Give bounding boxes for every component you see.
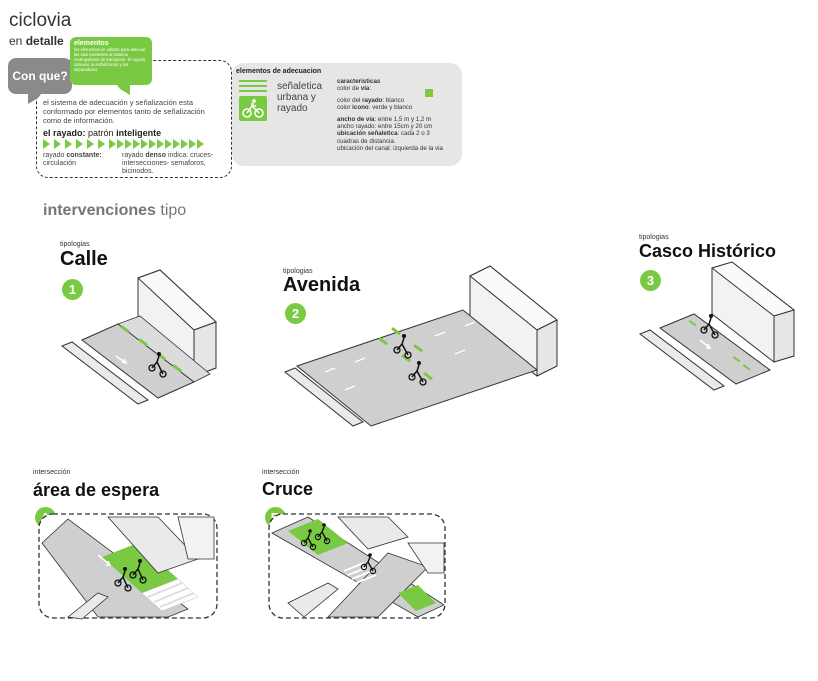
bicycle-icon: [239, 96, 267, 121]
tipologia-1-label: tipologias: [60, 241, 90, 248]
characteristic-line: cuadras de distancia.: [337, 137, 396, 145]
elements-heading: elementos: [74, 40, 109, 47]
avenida-diagram: [284, 265, 558, 427]
rayado-constante: rayado constante:circulación: [43, 152, 102, 167]
casco-historico-diagram: [638, 261, 796, 391]
rayado-pattern: [43, 139, 205, 149]
via-color-swatch: [425, 89, 433, 97]
rayado-title: el rayado: patrón inteligente: [43, 128, 162, 138]
characteristic-line: ancho de vía: entre 1,5 m y 1,2 m: [337, 115, 432, 123]
calle-diagram: [60, 269, 217, 405]
area-de-espera-diagram: [38, 513, 218, 620]
characteristic-line: ubicación del canal: izquierda de la via: [337, 145, 443, 153]
elements-body: los elementos se utilizan para adecuar l…: [74, 47, 146, 72]
tipologia-2-name: Avenida: [283, 274, 361, 296]
page-title: ciclovia: [9, 10, 72, 31]
tipologia-2-number: 2: [285, 303, 306, 324]
interseccion-a-name: área de espera: [33, 480, 160, 500]
characteristic-line: ancho rayado: entre 15cm y 20 cm: [337, 123, 433, 131]
tipologia-3-name: Casco Histórico: [639, 241, 777, 261]
tipologia-1-name: Calle: [60, 248, 108, 270]
interseccion-b-label: intersección: [262, 469, 300, 476]
characteristic-line: color de vía:: [337, 85, 372, 93]
tipologia-3-label: tipologias: [639, 234, 669, 241]
adecuacion-box: [232, 63, 462, 166]
interseccion-a-label: intersección: [33, 469, 71, 476]
interseccion-b-name: Cruce: [262, 479, 314, 499]
page-subtitle: en detalle: [9, 34, 64, 48]
elements-bubble: elementos los elementos se utilizan para…: [70, 37, 152, 95]
rayado-denso: rayado denso indica: cruces- interseccio…: [122, 152, 214, 175]
characteristic-line: color icono: verde y blanco: [337, 104, 413, 112]
rayado-lines-icon: [239, 80, 267, 95]
info-text: el sistema de adecuación y señalización …: [43, 98, 205, 125]
tipologia-2-label: tipologias: [283, 268, 313, 275]
section-title: intervenciones tipo: [43, 202, 187, 219]
cruce-diagram: [268, 513, 446, 619]
characteristic-line: ubicación señaletica: cada 2 o 3: [337, 130, 430, 138]
tipologia-3-number: 3: [640, 270, 661, 291]
tipologia-1-number: 1: [62, 279, 83, 300]
adecuacion-name: señaletica urbana y rayado: [277, 81, 323, 114]
adecuacion-title: elementos de adecuacion: [236, 68, 322, 75]
characteristic-line: color del rayado: blanco: [337, 96, 405, 104]
adecuacion-characteristics: caracteristicas color de vía:color del r…: [337, 78, 459, 153]
question-bubble: Con que?: [8, 58, 72, 104]
